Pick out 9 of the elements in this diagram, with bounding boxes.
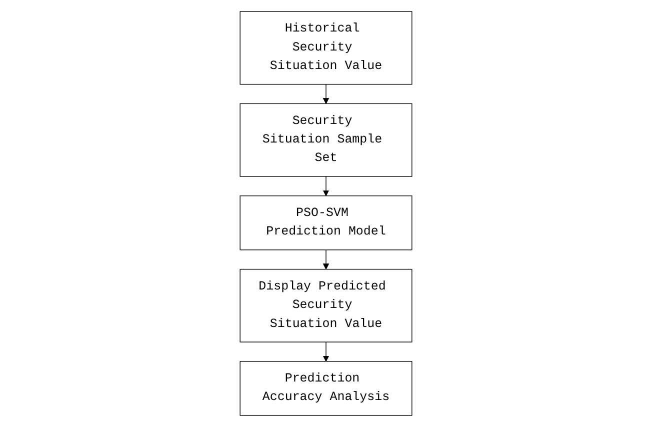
node-box: PSO-SVM Prediction Model bbox=[240, 195, 412, 250]
node-box: Display Predicted Security Situation Value bbox=[240, 268, 412, 342]
arrow bbox=[322, 84, 330, 104]
node-box: Security Situation Sample Set bbox=[240, 103, 412, 177]
arrow bbox=[322, 342, 330, 362]
arrow bbox=[322, 176, 330, 196]
arrow bbox=[322, 250, 330, 270]
node-box: Prediction Accuracy Analysis bbox=[240, 361, 412, 416]
node-box: Historical Security Situation Value bbox=[240, 11, 412, 85]
